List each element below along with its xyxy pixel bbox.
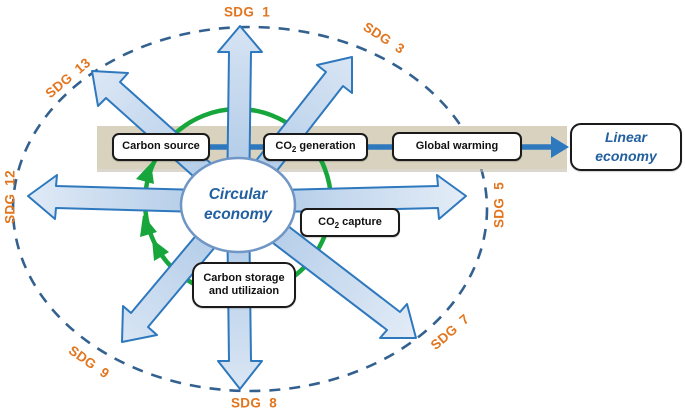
- green-cycle-arrowhead: [136, 163, 154, 184]
- flow-connector-arrowhead: [551, 136, 569, 158]
- flow-band-shadow: [97, 169, 567, 172]
- box-carbon-source-label: Carbon source: [122, 140, 200, 153]
- box-carbon-storage-line2: and utilizaion: [208, 285, 280, 297]
- box-co2-capture-label: CO2 capture: [318, 215, 382, 231]
- dashed-boundary-ellipse: [11, 25, 489, 393]
- center-hub-label-line1: Circular: [208, 185, 268, 203]
- box-linear-economy: Linear economy: [570, 123, 682, 171]
- sdg-label-12: SDG 12: [2, 170, 18, 224]
- sdg-label-8: SDG 8: [230, 395, 278, 411]
- box-carbon-storage-line1: Carbon storage: [203, 271, 285, 284]
- green-cycle-arrowhead: [140, 215, 157, 237]
- box-co2-generation-label: CO2 generation: [275, 140, 356, 155]
- green-cycle-arrowhead: [152, 239, 169, 261]
- center-hub-ellipse: [179, 156, 297, 254]
- box-co2-capture: CO2 capture: [300, 208, 400, 237]
- sdg-label-1: SDG 1: [223, 4, 271, 20]
- box-co2-generation: CO2 generation: [263, 133, 368, 161]
- sdg-label-5: SDG 5: [491, 181, 507, 229]
- box-carbon-storage: Carbon storage and utilizaion: [192, 262, 296, 308]
- box-carbon-source: Carbon source: [112, 133, 210, 161]
- box-linear-economy-label: Linear economy: [595, 128, 656, 166]
- center-hub-label: Circular economy: [181, 181, 295, 229]
- box-global-warming: Global warming: [392, 132, 522, 161]
- center-hub-label-line2: economy: [203, 206, 273, 223]
- linear-economy-line1: Linear: [604, 129, 647, 146]
- linear-economy-line2: economy: [595, 148, 657, 164]
- box-global-warming-label: Global warming: [415, 139, 499, 152]
